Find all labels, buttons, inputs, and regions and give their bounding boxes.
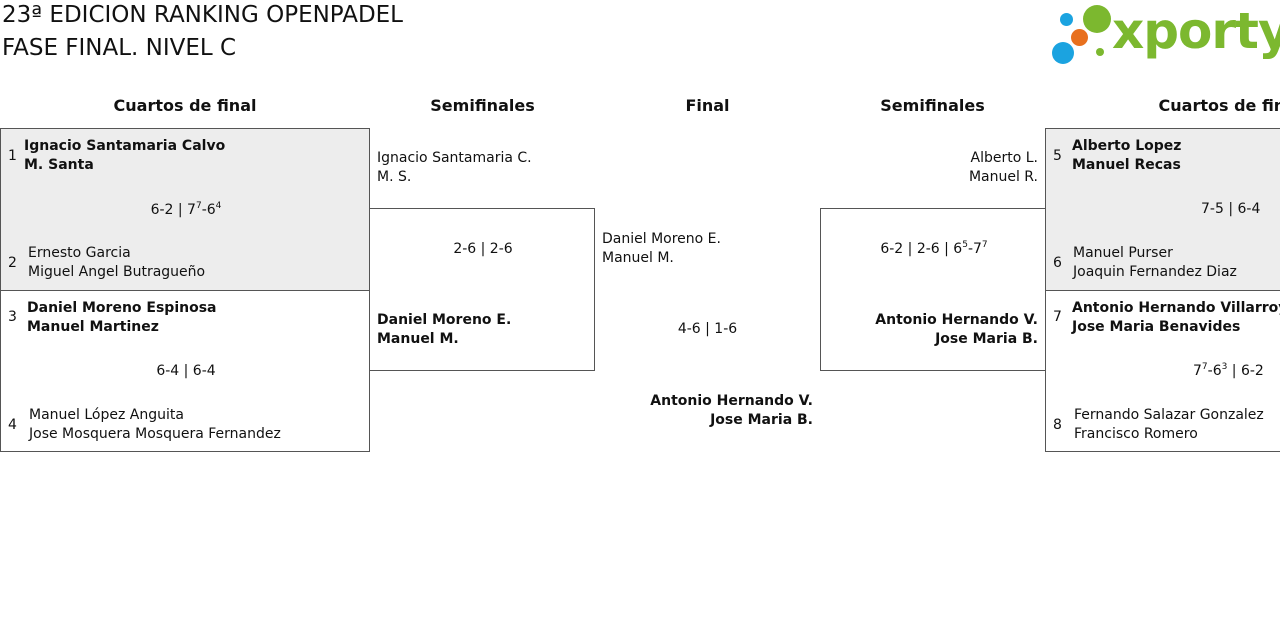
sf-left-match: 2-6 | 2-6 Daniel Moreno E. Manuel M.: [369, 208, 595, 371]
sf-right-team-top: Alberto L. Manuel R.: [969, 149, 1038, 187]
xporty-logo: [1050, 0, 1280, 70]
seed: 6: [1053, 255, 1062, 271]
team-top: Daniel Moreno Espinosa Manuel Martinez: [27, 299, 217, 337]
player-name: Manuel M.: [377, 331, 459, 347]
seed: 8: [1053, 417, 1062, 433]
team-bottom: Fernando Salazar Gonzalez Francisco Rome…: [1074, 406, 1264, 444]
seed: 5: [1053, 148, 1062, 164]
team-bottom: Manuel López Anguita Jose Mosquera Mosqu…: [29, 406, 281, 444]
player-name: Joaquin Fernandez Diaz: [1073, 264, 1237, 280]
player-name: Antonio Hernando V.: [875, 312, 1038, 328]
qf-left-match-1: 1 Ignacio Santamaria Calvo M. Santa 6-2 …: [0, 128, 370, 291]
player-name: Manuel M.: [602, 250, 674, 266]
logo-dot-green-small: [1096, 48, 1104, 56]
player-name: Daniel Moreno E.: [602, 231, 721, 247]
match-score: 6-2 | 77-64: [150, 201, 222, 219]
player-name: Ignacio Santamaria Calvo: [24, 138, 226, 154]
team-top: Ignacio Santamaria Calvo M. Santa: [24, 137, 225, 175]
qf-right-match-1: 5 Alberto Lopez Manuel Recas 7-5 | 6-4 6…: [1045, 128, 1280, 291]
team-bottom: Manuel Purser Joaquin Fernandez Diaz: [1073, 244, 1237, 282]
match-score: 77-63 | 6-2: [1193, 362, 1264, 380]
qf-left-match-2: 3 Daniel Moreno Espinosa Manuel Martinez…: [0, 290, 370, 452]
match-score: 6-2 | 2-6 | 65-77: [880, 240, 988, 258]
player-name: Antonio Hernando Villarroya: [1072, 300, 1280, 316]
round-header-sf-right: Semifinales: [880, 96, 985, 115]
player-name: Francisco Romero: [1074, 426, 1198, 442]
player-name: M. Santa: [24, 157, 94, 173]
logo-dot-blue-top: [1060, 13, 1073, 26]
sf-right-match: 6-2 | 2-6 | 65-77 Antonio Hernando V. Jo…: [820, 208, 1046, 371]
player-name: Jose Maria Benavides: [1072, 319, 1241, 335]
sf-left-team-top: Ignacio Santamaria C. M. S.: [377, 149, 532, 187]
player-name: Ignacio Santamaria C.: [377, 150, 532, 166]
round-header-qf-left: Cuartos de final: [113, 96, 257, 115]
logo-dot-blue-bottom: [1052, 42, 1074, 64]
seed: 7: [1053, 309, 1062, 325]
round-header-final: Final: [685, 96, 730, 115]
page-subtitle: FASE FINAL. NIVEL C: [2, 35, 237, 61]
sf-right-team-bottom: Antonio Hernando V. Jose Maria B.: [875, 311, 1038, 349]
seed: 2: [8, 255, 17, 271]
final-team-bottom: Antonio Hernando V. Jose Maria B.: [650, 392, 813, 430]
player-name: Manuel Martinez: [27, 319, 159, 335]
page-title: 23ª EDICION RANKING OPENPADEL: [2, 2, 403, 28]
player-name: Manuel Recas: [1072, 157, 1181, 173]
player-name: M. S.: [377, 169, 412, 185]
match-score: 2-6 | 2-6: [453, 241, 513, 257]
player-name: Manuel R.: [968, 169, 1038, 185]
team-top: Alberto Lopez Manuel Recas: [1072, 137, 1181, 175]
seed: 3: [8, 309, 17, 325]
match-score: 6-4 | 6-4: [156, 363, 216, 379]
logo-dot-green: [1083, 5, 1111, 33]
player-name: Alberto L.: [970, 150, 1038, 166]
player-name: Manuel López Anguita: [29, 407, 184, 423]
team-top: Antonio Hernando Villarroya Jose Maria B…: [1072, 299, 1280, 337]
qf-right-match-2: 7 Antonio Hernando Villarroya Jose Maria…: [1045, 290, 1280, 452]
player-name: Ernesto Garcia: [28, 245, 131, 261]
player-name: Alberto Lopez: [1072, 138, 1182, 154]
player-name: Daniel Moreno E.: [377, 312, 512, 328]
player-name: Manuel Purser: [1073, 245, 1173, 261]
logo-text: xporty: [1112, 2, 1280, 60]
player-name: Fernando Salazar Gonzalez: [1074, 407, 1264, 423]
player-name: Antonio Hernando V.: [650, 393, 813, 409]
round-header-sf-left: Semifinales: [430, 96, 535, 115]
player-name: Jose Maria B.: [710, 412, 813, 428]
player-name: Jose Mosquera Mosquera Fernandez: [29, 426, 281, 442]
final-score: 4-6 | 1-6: [677, 321, 738, 337]
round-header-qf-right: Cuartos de final: [1158, 96, 1280, 115]
match-score: 7-5 | 6-4: [1201, 201, 1261, 217]
logo-dot-orange: [1071, 29, 1088, 46]
seed: 1: [8, 148, 17, 164]
final-team-top: Daniel Moreno E. Manuel M.: [602, 230, 721, 268]
sf-left-team-bottom: Daniel Moreno E. Manuel M.: [377, 311, 511, 349]
player-name: Daniel Moreno Espinosa: [27, 300, 217, 316]
team-bottom: Ernesto Garcia Miguel Angel Butragueño: [28, 244, 205, 282]
player-name: Miguel Angel Butragueño: [28, 264, 206, 280]
seed: 4: [8, 417, 17, 433]
player-name: Jose Maria B.: [935, 331, 1038, 347]
